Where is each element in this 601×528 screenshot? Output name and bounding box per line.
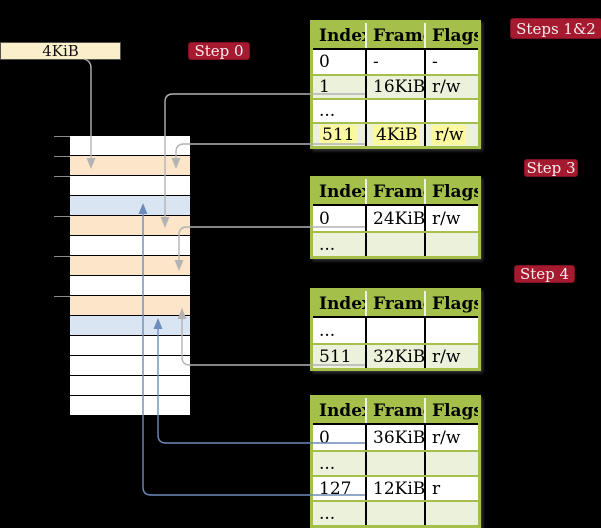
table-header-cell: Flags: [432, 293, 478, 314]
table-cell: [426, 452, 478, 475]
table-row: ...: [313, 450, 478, 475]
table-header-cell: Index: [313, 23, 367, 48]
table-cell: 511: [313, 345, 367, 368]
table-cell: [426, 502, 478, 525]
table-row: 511 4KiB r/w: [313, 122, 478, 146]
ruler-tick: [54, 216, 70, 217]
table-cell: 0: [313, 206, 367, 231]
table-cell: 0: [313, 425, 367, 450]
memory-row-0kib: [70, 136, 190, 156]
table-header-row: IndexFrame Flags: [313, 179, 478, 206]
table-cell: 24KiB: [367, 206, 426, 231]
table-header-row: IndexFrame Flags: [313, 23, 478, 50]
memory-row-16kib: [70, 216, 190, 236]
table-cell: ...: [313, 318, 367, 343]
table-cell: [367, 233, 426, 256]
badge-step3: Step 3: [524, 159, 578, 177]
table-cell: 32KiB: [367, 345, 426, 368]
table-cell: ...: [313, 452, 367, 475]
table-cell: r/w: [432, 208, 461, 229]
badge-step0: Step 0: [188, 42, 250, 60]
table-cell: 511: [313, 124, 367, 146]
table-header-cell: Frame: [367, 291, 426, 316]
table-cell: r/w: [426, 124, 478, 146]
table-cell: [426, 233, 478, 256]
ruler-tick: [54, 296, 70, 297]
table-cell: ...: [313, 233, 367, 256]
highlighted-value: r/w: [432, 125, 467, 145]
memory-row-20kib: [70, 236, 190, 256]
badge-step4: Step 4: [514, 265, 575, 283]
table-header-cell: Flags: [432, 181, 478, 202]
memory-row-44kib: [70, 356, 190, 376]
table-cell: 0: [313, 50, 367, 74]
ruler-tick: [54, 176, 70, 177]
table-cell: ...: [313, 502, 367, 525]
ruler-tick: [54, 156, 70, 157]
memory-row-32kib: [70, 296, 190, 316]
table-cell: [426, 100, 478, 122]
table-row: ...: [313, 318, 478, 343]
highlighted-value: 4KiB: [373, 125, 421, 145]
table-cell: -: [432, 52, 438, 72]
page-size-label: 4KiB: [42, 42, 79, 60]
table-cell: [367, 100, 426, 122]
table-header-cell: Frame: [367, 398, 426, 423]
memory-row-8kib: [70, 176, 190, 196]
memory-row-28kib: [70, 276, 190, 296]
table-header-cell: Flags: [432, 25, 478, 46]
highlighted-value: 511: [319, 125, 358, 145]
table-row: ...: [313, 98, 478, 122]
table-cell: -: [367, 50, 426, 74]
memory-stack: [70, 136, 190, 416]
table-header-cell: Frame: [367, 23, 426, 48]
table-header-row: IndexFrame Flags: [313, 291, 478, 318]
table-cell: 4KiB: [367, 124, 426, 146]
badge-steps12: Steps 1&2: [510, 18, 601, 39]
table-row: 0--: [313, 50, 478, 74]
page-size-box: 4KiB: [0, 42, 121, 60]
memory-row-12kib: [70, 196, 190, 216]
table-header-cell: Frame: [367, 179, 426, 204]
table-cell: 12KiB: [367, 477, 426, 500]
table-cell: 36KiB: [367, 425, 426, 450]
table-cell: r/w: [432, 346, 461, 367]
table-cell: r/w: [432, 427, 461, 448]
table-cell: [367, 502, 426, 525]
table-cell: r: [432, 478, 441, 499]
table-cell: ...: [313, 100, 367, 122]
table-cell: [426, 318, 478, 343]
table-row: ...: [313, 231, 478, 256]
table-row: ...: [313, 500, 478, 525]
memory-row-36kib: [70, 316, 190, 336]
table-cell: r/w: [432, 77, 461, 97]
table-header-cell: Index: [313, 398, 367, 423]
memory-row-48kib: [70, 376, 190, 396]
ruler-tick: [54, 136, 70, 137]
table-header-cell: Index: [313, 179, 367, 204]
ruler-tick: [54, 256, 70, 257]
memory-row-52kib: [70, 396, 190, 416]
memory-row-40kib: [70, 336, 190, 356]
table-cell: 127: [313, 477, 367, 500]
memory-row-24kib: [70, 256, 190, 276]
table-cell: [367, 318, 426, 343]
memory-row-4kib: [70, 156, 190, 176]
table-header-cell: Flags: [432, 400, 478, 421]
table-header-row: IndexFrame Flags: [313, 398, 478, 425]
table-cell: 1: [313, 76, 367, 98]
table-cell: 16KiB: [367, 76, 426, 98]
table-header-cell: Index: [313, 291, 367, 316]
table-cell: [367, 452, 426, 475]
